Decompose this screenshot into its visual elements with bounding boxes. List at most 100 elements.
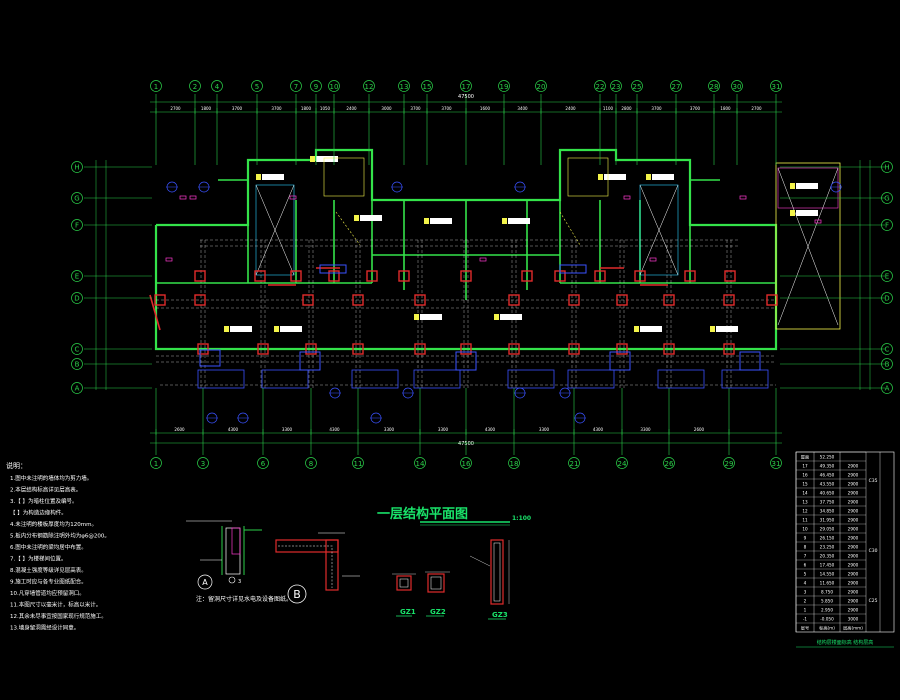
- slab-label-flag: [634, 326, 639, 332]
- note-line: 7.【 】为楼梯间位置。: [10, 555, 67, 563]
- table-group-label: C25: [869, 598, 878, 604]
- opening-marker: [299, 351, 321, 371]
- slab-thickness-label: [604, 174, 626, 180]
- axis-bubble-left: [71, 343, 83, 355]
- detail-b-bubble: [287, 584, 307, 604]
- dimension-text-bottom: 3300: [282, 427, 293, 432]
- balcony-slab: [507, 369, 555, 389]
- axis-bubble-left: [71, 292, 83, 304]
- note-line: 6.图中未注明的梁均居中布置。: [10, 543, 87, 551]
- note-line: 5.板内分布钢筋除注明外均为φ6@200。: [10, 532, 110, 540]
- column-segment: [149, 294, 161, 331]
- shear-wall-column: [766, 294, 778, 306]
- note-line: 3.【 】为暗柱位置及编号。: [10, 497, 78, 505]
- rebar-marker: [165, 257, 173, 262]
- axis-bubble-right: [881, 219, 893, 231]
- detail-drawings: A 3 B 注：留洞尺寸详见水电及设备图纸。 GZ1: [186, 520, 510, 620]
- table-cell: 14: [802, 491, 808, 496]
- table-cell: 2900: [848, 545, 859, 550]
- axis-bubble-top: [594, 80, 606, 92]
- axis-label-top: 23: [612, 83, 621, 91]
- table-cell: 16: [802, 473, 808, 478]
- slab-opening: [323, 157, 365, 197]
- rebar-marker: [479, 257, 487, 262]
- table-cell: 12: [802, 509, 808, 514]
- stair-shaft-right: [775, 162, 841, 330]
- table-cell: 13: [802, 500, 808, 505]
- axis-label-bottom: 3: [201, 460, 205, 468]
- table-cell: 层号: [801, 626, 809, 632]
- table-cell: 26.150: [820, 536, 835, 541]
- table-cell: 14.550: [820, 572, 835, 577]
- table-cell: 49.350: [820, 464, 835, 469]
- axis-bubble-bottom: [616, 457, 628, 469]
- note-line: 11.本图尺寸以毫米计，标高以米计。: [10, 601, 101, 609]
- axis-label-left: G: [74, 195, 79, 203]
- slab-label-flag: [790, 183, 795, 189]
- table-cell: 20.350: [820, 554, 835, 559]
- table-cell: 7: [804, 554, 807, 559]
- axis-bubble-top: [310, 80, 322, 92]
- detail-a: A 3: [186, 520, 262, 590]
- slab-thickness-label: [500, 314, 522, 320]
- axis-bubble-bottom: [663, 457, 675, 469]
- drawing-title-block: 一层结构平面图 1:100: [377, 506, 531, 526]
- table-cell: 46.450: [820, 473, 835, 478]
- table-cell: 2900: [848, 590, 859, 595]
- balcony-slab: [351, 369, 399, 389]
- elevator-shaft: [639, 184, 679, 276]
- svg-text:3: 3: [238, 579, 241, 585]
- table-cell: 层高(mm): [843, 625, 863, 632]
- shear-wall-column: [594, 270, 606, 282]
- table-cell: 9: [804, 536, 807, 541]
- rebar-marker: [739, 195, 747, 200]
- slab-label-flag: [310, 156, 315, 162]
- table-cell: 15: [802, 482, 808, 487]
- shear-wall-column: [568, 343, 580, 355]
- axis-label-top: 17: [462, 83, 471, 91]
- rebar-marker: [289, 195, 297, 200]
- axis-label-bottom: 26: [665, 460, 674, 468]
- shear-wall-column: [634, 270, 646, 282]
- table-cell: 8: [804, 545, 807, 550]
- table-caption: 结构层楼面标高 结构层高: [817, 639, 874, 646]
- slab-thickness-label: [652, 174, 674, 180]
- shear-wall-column: [723, 294, 735, 306]
- dimension-text-top: 1800: [720, 106, 731, 111]
- table-cell: 2900: [848, 491, 859, 496]
- axis-label-right: H: [884, 164, 889, 172]
- dimension-text-top: 3700: [651, 106, 662, 111]
- table-cell: 8.750: [821, 590, 833, 595]
- axis-label-bottom: 1: [154, 460, 158, 468]
- axis-bubble-left: [71, 382, 83, 394]
- note-line: 8.混凝土强度等级详见层高表。: [10, 566, 87, 574]
- dimension-text-top: 3400: [517, 106, 528, 111]
- slab-label-flag: [598, 174, 603, 180]
- slab-thickness-label: [640, 326, 662, 332]
- axis-label-top: 15: [423, 83, 432, 91]
- note-line: 9.施工时应与各专业图纸配合。: [10, 578, 87, 586]
- axis-bubble-top: [290, 80, 302, 92]
- axis-bubble-bottom: [257, 457, 269, 469]
- table-cell: 标高(m): [819, 625, 835, 632]
- section-gz2: GZ2: [425, 571, 450, 617]
- stair-hatch: [335, 211, 361, 246]
- rebar-marker: [623, 195, 631, 200]
- floor-plan-structure: [149, 148, 842, 424]
- dimension-text-top: 2700: [170, 106, 181, 111]
- axis-bubble-bottom: [197, 457, 209, 469]
- opening-marker: [609, 351, 631, 371]
- axis-bubble-right: [881, 343, 893, 355]
- shear-wall-column: [724, 270, 736, 282]
- axis-label-left: D: [74, 295, 79, 303]
- axis-label-right: D: [884, 295, 889, 303]
- axis-bubble-left: [71, 270, 83, 282]
- table-cell: 17.450: [820, 563, 835, 568]
- shear-wall-column: [508, 343, 520, 355]
- table-cell: 2900: [848, 554, 859, 559]
- slab-label-flag: [354, 215, 359, 221]
- table-cell: 10: [802, 527, 808, 532]
- rebar-marker: [189, 195, 197, 200]
- rebar-marker: [649, 257, 657, 262]
